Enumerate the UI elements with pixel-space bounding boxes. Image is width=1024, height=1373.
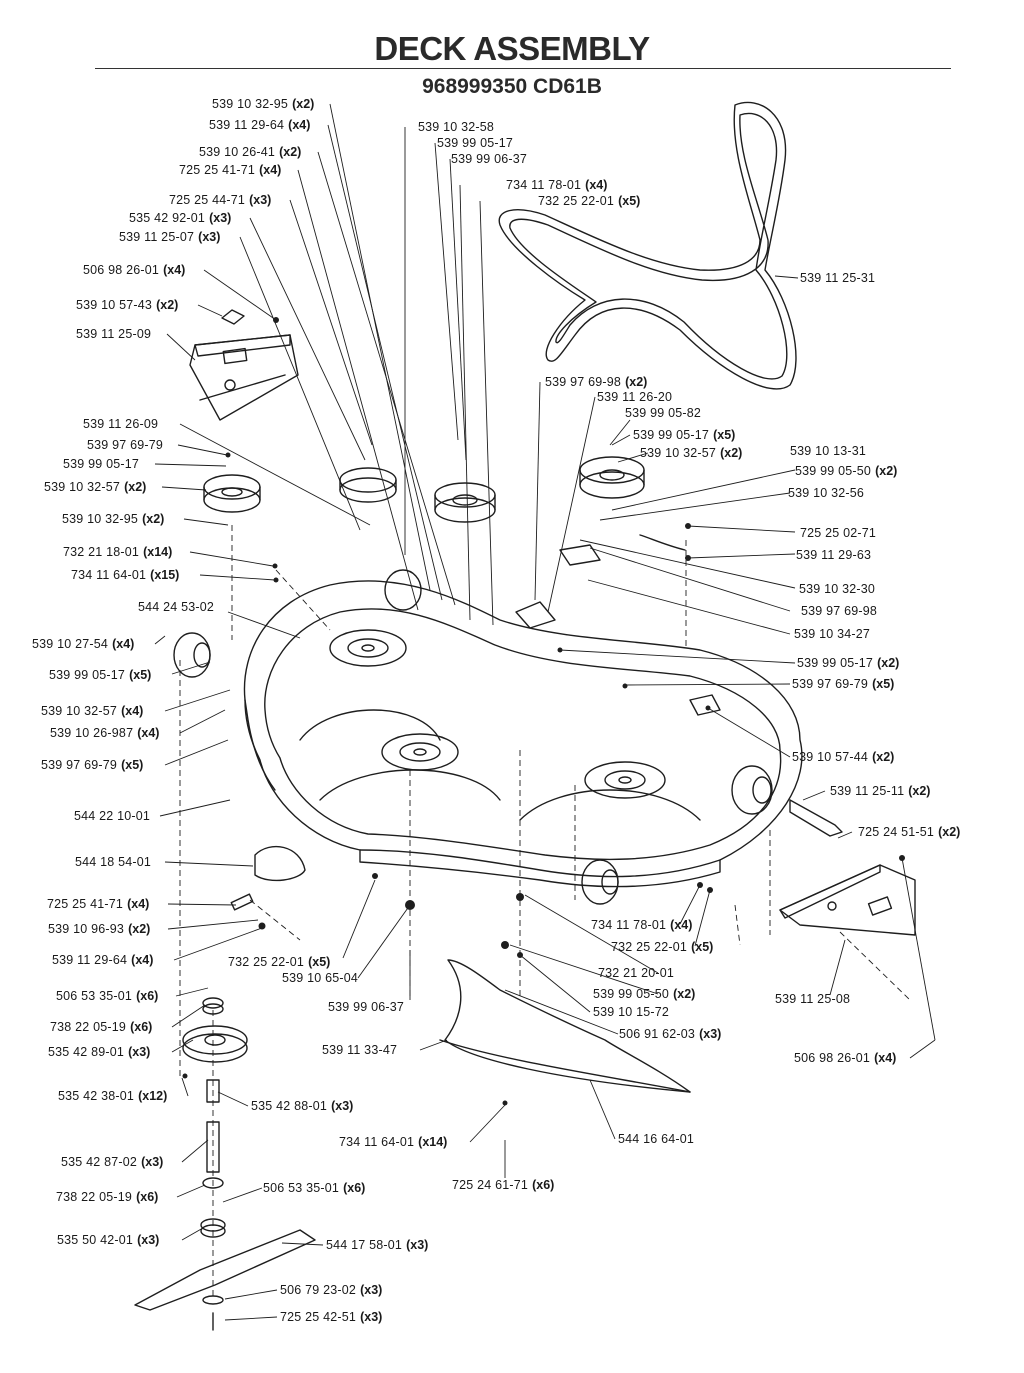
callout-label: 539 97 69-79(x5) (41, 758, 144, 772)
callout-label: 539 99 06-37 (451, 152, 528, 166)
callout-label: 539 10 96-93(x2) (48, 922, 151, 936)
callout-label: 539 11 33-47 (322, 1043, 398, 1057)
callout-label: 539 10 34-27 (794, 627, 871, 641)
page-title: DECK ASSEMBLY (374, 30, 650, 67)
misc-brackets-drawing (230, 534, 843, 911)
callout-label: 539 10 26-41(x2) (199, 145, 302, 159)
callout-label: 539 97 69-79 (87, 438, 164, 452)
callout-label: 535 42 38-01(x12) (58, 1089, 168, 1103)
callout-label: 544 17 58-01(x3) (326, 1238, 429, 1252)
callout-label: 539 99 05-17(x5) (633, 428, 736, 442)
callout-label: 539 99 05-17(x5) (49, 668, 152, 682)
callout-label: 725 24 51-51(x2) (858, 825, 961, 839)
callout-label: 544 24 53-02 (138, 600, 215, 614)
callout-label: 725 25 44-71(x3) (169, 193, 272, 207)
drive-belt-drawing (498, 101, 797, 390)
callout-label: 544 16 64-01 (618, 1132, 695, 1146)
callout-label: 506 98 26-01(x4) (83, 263, 186, 277)
callout-label: 539 99 05-50(x2) (795, 464, 898, 478)
baffle-drawing (439, 959, 691, 1093)
callout-label: 535 42 87-02(x3) (61, 1155, 164, 1169)
callout-label: 539 10 32-57(x2) (640, 446, 743, 460)
callout-label: 539 11 26-20 (597, 390, 673, 404)
callout-label: 732 21 18-01(x14) (63, 545, 173, 559)
callout-label: 734 11 78-01(x4) (591, 918, 693, 932)
callout-label: 539 97 69-98(x2) (545, 375, 648, 389)
model-subtitle: 968999350 CD61B (422, 75, 602, 98)
callout-label: 535 50 42-01(x3) (57, 1233, 160, 1247)
callout-label: 732 25 22-01(x5) (228, 955, 331, 969)
callout-label: 539 99 05-17 (437, 136, 514, 150)
callout-label: 535 42 88-01(x3) (251, 1099, 354, 1113)
callout-label: 539 10 65-04 (282, 971, 359, 985)
callout-label: 539 10 57-43(x2) (76, 298, 179, 312)
callout-label: 732 25 22-01(x5) (538, 194, 641, 208)
callout-label: 539 11 29-64(x4) (209, 118, 311, 132)
callout-label: 734 11 78-01(x4) (506, 178, 608, 192)
callout-label: 725 25 42-51(x3) (280, 1310, 383, 1324)
dashed-reference-lines (179, 525, 911, 1300)
callout-label: 539 11 29-64(x4) (52, 953, 154, 967)
callout-label: 539 10 15-72 (593, 1005, 670, 1019)
callout-label: 738 22 05-19(x6) (50, 1020, 153, 1034)
callout-label: 734 11 64-01(x15) (71, 568, 180, 582)
callout-label: 539 99 05-82 (625, 406, 702, 420)
callout-label: 539 99 05-17 (63, 457, 140, 471)
callout-label: 539 10 32-56 (788, 486, 865, 500)
callout-label: 535 42 89-01(x3) (48, 1045, 151, 1059)
left-deck-cover-drawing (189, 309, 299, 421)
callout-label: 734 11 64-01(x14) (339, 1135, 448, 1149)
callout-label: 539 10 57-44(x2) (792, 750, 895, 764)
callout-label: 732 21 20-01 (598, 966, 675, 980)
callout-label: 539 11 25-31 (800, 271, 876, 285)
fastener-dots (182, 317, 905, 1106)
callout-label: 725 24 61-71(x6) (452, 1178, 555, 1192)
callout-label: 539 11 25-09 (76, 327, 152, 341)
callout-label: 725 25 41-71(x4) (47, 897, 150, 911)
callout-label: 539 11 29-63 (796, 548, 872, 562)
callout-label: 544 22 10-01 (74, 809, 151, 823)
callout-label: 539 99 05-17(x2) (797, 656, 900, 670)
callout-label: 539 97 69-98 (801, 604, 878, 618)
callout-label: 539 99 05-50(x2) (593, 987, 696, 1001)
callout-label: 539 99 06-37 (328, 1000, 405, 1014)
callout-label: 506 79 23-02(x3) (280, 1283, 383, 1297)
callout-label: 725 25 02-71 (800, 526, 877, 540)
callout-label: 539 10 32-95(x2) (212, 97, 315, 111)
callout-label: 539 10 32-57(x4) (41, 704, 144, 718)
callout-label: 539 10 32-30 (799, 582, 876, 596)
callout-label: 539 11 25-07(x3) (119, 230, 221, 244)
gauge-wheels-drawing (173, 569, 773, 905)
idler-pulleys-drawing (203, 456, 645, 523)
callout-label: 738 22 05-19(x6) (56, 1190, 159, 1204)
callout-label: 506 91 62-03(x3) (619, 1027, 722, 1041)
callout-label: 539 11 26-09 (83, 417, 159, 431)
callout-label: 506 53 35-01(x6) (56, 989, 159, 1003)
right-deck-cover-drawing (779, 864, 916, 936)
callout-label: 725 25 41-71(x4) (179, 163, 282, 177)
callout-label: 539 10 27-54(x4) (32, 637, 135, 651)
callout-label: 539 10 26-987(x4) (50, 726, 160, 740)
callout-label: 506 53 35-01(x6) (263, 1181, 366, 1195)
callout-label: 539 10 32-58 (418, 120, 495, 134)
deck-spindle-pulleys-drawing (329, 629, 666, 799)
callout-label: 539 10 32-57(x2) (44, 480, 147, 494)
callout-label: 539 10 32-95(x2) (62, 512, 165, 526)
callout-label: 539 10 13-31 (790, 444, 867, 458)
leader-lines (154, 103, 936, 1321)
callout-label: 506 98 26-01(x4) (794, 1051, 897, 1065)
callout-label: 539 11 25-08 (775, 992, 851, 1006)
callout-label: 539 11 25-11(x2) (830, 784, 931, 798)
callout-label: 539 97 69-79(x5) (792, 677, 895, 691)
main-deck-drawing (243, 580, 803, 888)
callout-label: 535 42 92-01(x3) (129, 211, 232, 225)
callout-label: 732 25 22-01(x5) (611, 940, 714, 954)
title-rule (95, 68, 951, 69)
callout-label: 544 18 54-01 (75, 855, 152, 869)
